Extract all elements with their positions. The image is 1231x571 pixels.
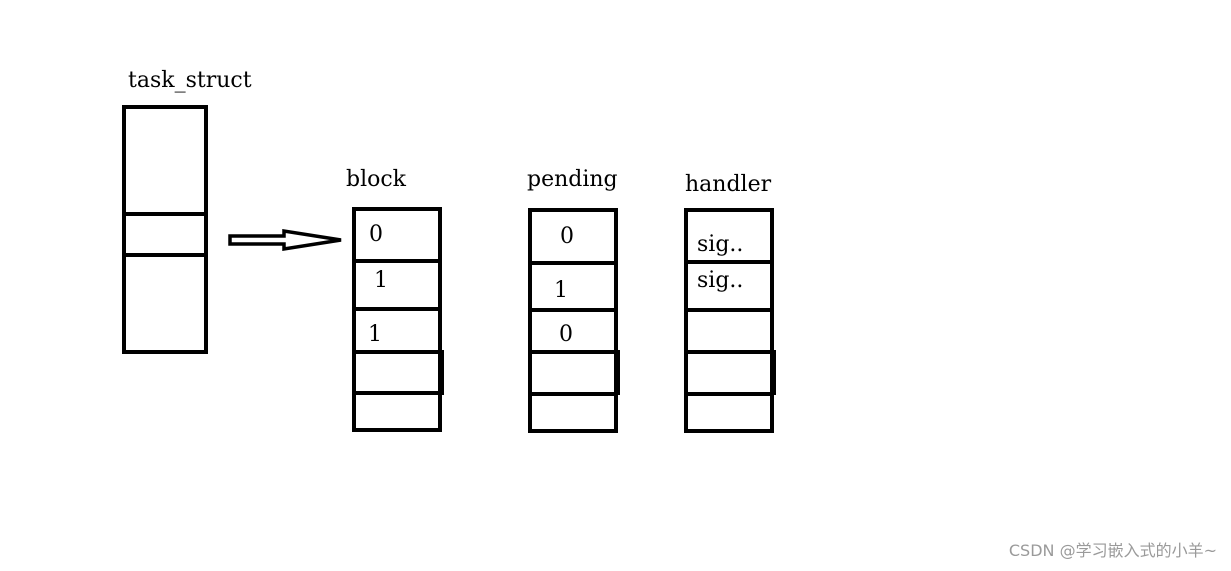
block-divider xyxy=(352,391,442,395)
block-divider xyxy=(352,350,442,354)
pending-divider xyxy=(528,350,618,354)
pointer-arrow-icon xyxy=(228,228,342,252)
pending-label: pending xyxy=(527,167,618,192)
handler-cell-value: sig.. xyxy=(697,232,744,257)
handler-cell-value: sig.. xyxy=(697,268,744,293)
pending-cell-value: 0 xyxy=(560,224,574,249)
pending-edge-thick xyxy=(616,350,620,395)
block-cell-value: 1 xyxy=(368,322,382,347)
block-array xyxy=(352,207,442,432)
block-divider xyxy=(352,259,442,263)
handler-divider xyxy=(684,308,774,312)
task-struct-divider xyxy=(122,212,208,216)
pending-divider xyxy=(528,261,618,265)
pending-cell-value: 1 xyxy=(554,278,568,303)
block-cell-value: 0 xyxy=(369,222,383,247)
block-divider xyxy=(352,307,442,311)
block-cell-value: 1 xyxy=(374,268,388,293)
pending-divider xyxy=(528,392,618,396)
pending-divider xyxy=(528,308,618,312)
csdn-watermark: CSDN @学习嵌入式的小羊~ xyxy=(1008,541,1217,560)
block-edge-thick xyxy=(440,350,444,395)
task-struct-box xyxy=(122,105,208,354)
handler-divider xyxy=(684,392,774,396)
task-struct-divider xyxy=(122,253,208,257)
handler-divider xyxy=(684,350,774,354)
task-struct-label: task_struct xyxy=(128,68,252,93)
handler-edge-thick xyxy=(772,350,776,395)
pending-cell-value: 0 xyxy=(559,322,573,347)
block-label: block xyxy=(346,167,407,192)
handler-divider xyxy=(684,260,774,264)
handler-label: handler xyxy=(685,172,772,197)
